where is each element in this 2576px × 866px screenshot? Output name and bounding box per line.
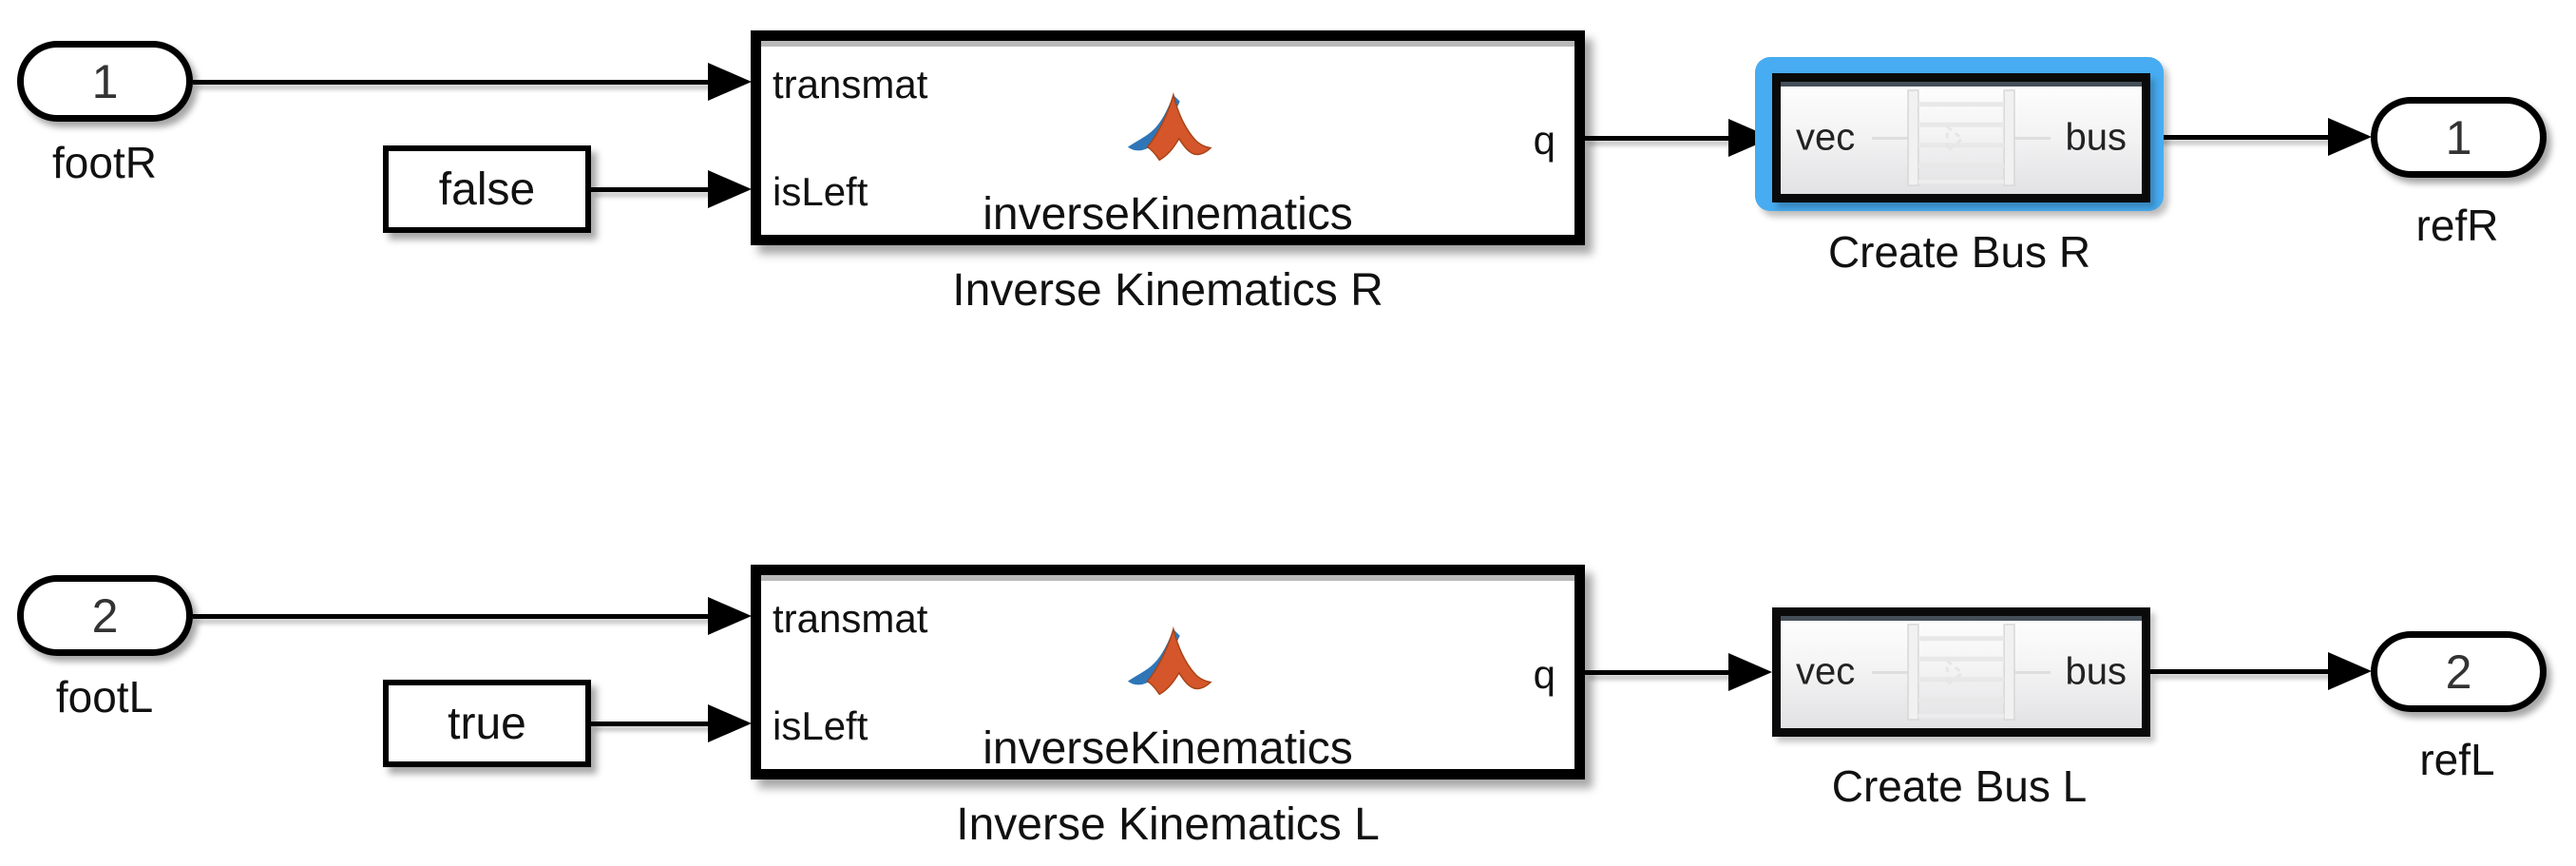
block-name-create-bus-r[interactable]: Create Bus R <box>1827 227 2091 277</box>
matlab-function-block-left[interactable]: transmat isLeft q inverseKinematics <box>751 565 1585 779</box>
matlab-logo-icon <box>1121 88 1214 174</box>
wire-q-to-vec[interactable] <box>1585 136 1731 141</box>
constant-value: false <box>438 164 536 215</box>
bus-creator-block-r[interactable]: vec bus <box>1772 73 2150 202</box>
wire-bus-to-refL[interactable] <box>2150 669 2333 674</box>
bus-port-label-bus: bus <box>2065 116 2128 159</box>
bus-inner-wire <box>1872 137 1912 140</box>
bus-port-label-vec: vec <box>1796 116 1856 159</box>
arrowhead-vec-icon <box>1728 653 1772 691</box>
input-port-label-transmat: transmat <box>773 62 928 106</box>
input-port-label-transmat: transmat <box>773 596 928 641</box>
block-name-inverse-kinematics-r[interactable]: Inverse Kinematics R <box>952 265 1383 316</box>
arrowhead-transmat-icon <box>708 597 752 635</box>
outport-label[interactable]: refR <box>2415 201 2499 250</box>
inport-number: 1 <box>91 54 119 108</box>
function-name-text: inverseKinematics <box>983 723 1353 774</box>
output-port-label-q: q <box>1533 652 1555 697</box>
constant-value: true <box>448 698 526 749</box>
inport-block-footL[interactable]: 2 <box>17 575 193 656</box>
wire-true-to-isLeft[interactable] <box>591 722 713 726</box>
outport-number: 1 <box>2445 110 2472 164</box>
bus-port-label-vec: vec <box>1796 650 1856 693</box>
outport-number: 2 <box>2445 645 2472 699</box>
block-name-create-bus-l[interactable]: Create Bus L <box>1831 761 2088 811</box>
bus-inner-wire <box>1872 671 1912 674</box>
arrowhead-isLeft-icon <box>708 704 752 742</box>
constant-block-false[interactable]: false <box>383 145 591 233</box>
matlab-logo-icon <box>1121 623 1214 708</box>
output-port-label-q: q <box>1533 118 1555 163</box>
input-port-label-isLeft: isLeft <box>773 169 868 214</box>
wire-footR-to-transmat[interactable] <box>193 80 713 85</box>
bus-creator-icon <box>1899 622 2024 722</box>
inport-label[interactable]: footL <box>55 672 154 722</box>
inport-number: 2 <box>91 588 119 643</box>
inport-label[interactable]: footR <box>52 138 157 187</box>
constant-block-true[interactable]: true <box>383 680 591 767</box>
outport-label[interactable]: refL <box>2419 735 2495 784</box>
wire-false-to-isLeft[interactable] <box>591 187 713 192</box>
bus-port-label-bus: bus <box>2065 650 2128 693</box>
input-port-label-isLeft: isLeft <box>773 703 868 748</box>
inport-block-footR[interactable]: 1 <box>17 41 193 122</box>
outport-block-refL[interactable]: 2 <box>2371 631 2547 712</box>
arrowhead-isLeft-icon <box>708 170 752 208</box>
wire-footL-to-transmat[interactable] <box>193 614 713 619</box>
function-name-text: inverseKinematics <box>983 189 1353 240</box>
bus-creator-icon <box>1899 87 2024 188</box>
bus-inner-wire <box>2011 137 2051 140</box>
block-name-inverse-kinematics-l[interactable]: Inverse Kinematics L <box>956 799 1380 850</box>
bus-inner-wire <box>2011 671 2051 674</box>
arrowhead-transmat-icon <box>708 63 752 101</box>
arrowhead-refL-icon <box>2328 652 2372 690</box>
bus-creator-block-l[interactable]: vec bus <box>1772 607 2150 737</box>
outport-block-refR[interactable]: 1 <box>2371 97 2547 178</box>
matlab-function-block-right[interactable]: transmat isLeft q inverseKinematics <box>751 30 1585 245</box>
arrowhead-refR-icon <box>2328 118 2372 156</box>
wire-bus-to-refR[interactable] <box>2150 135 2333 140</box>
wire-q-to-vec[interactable] <box>1585 670 1731 675</box>
